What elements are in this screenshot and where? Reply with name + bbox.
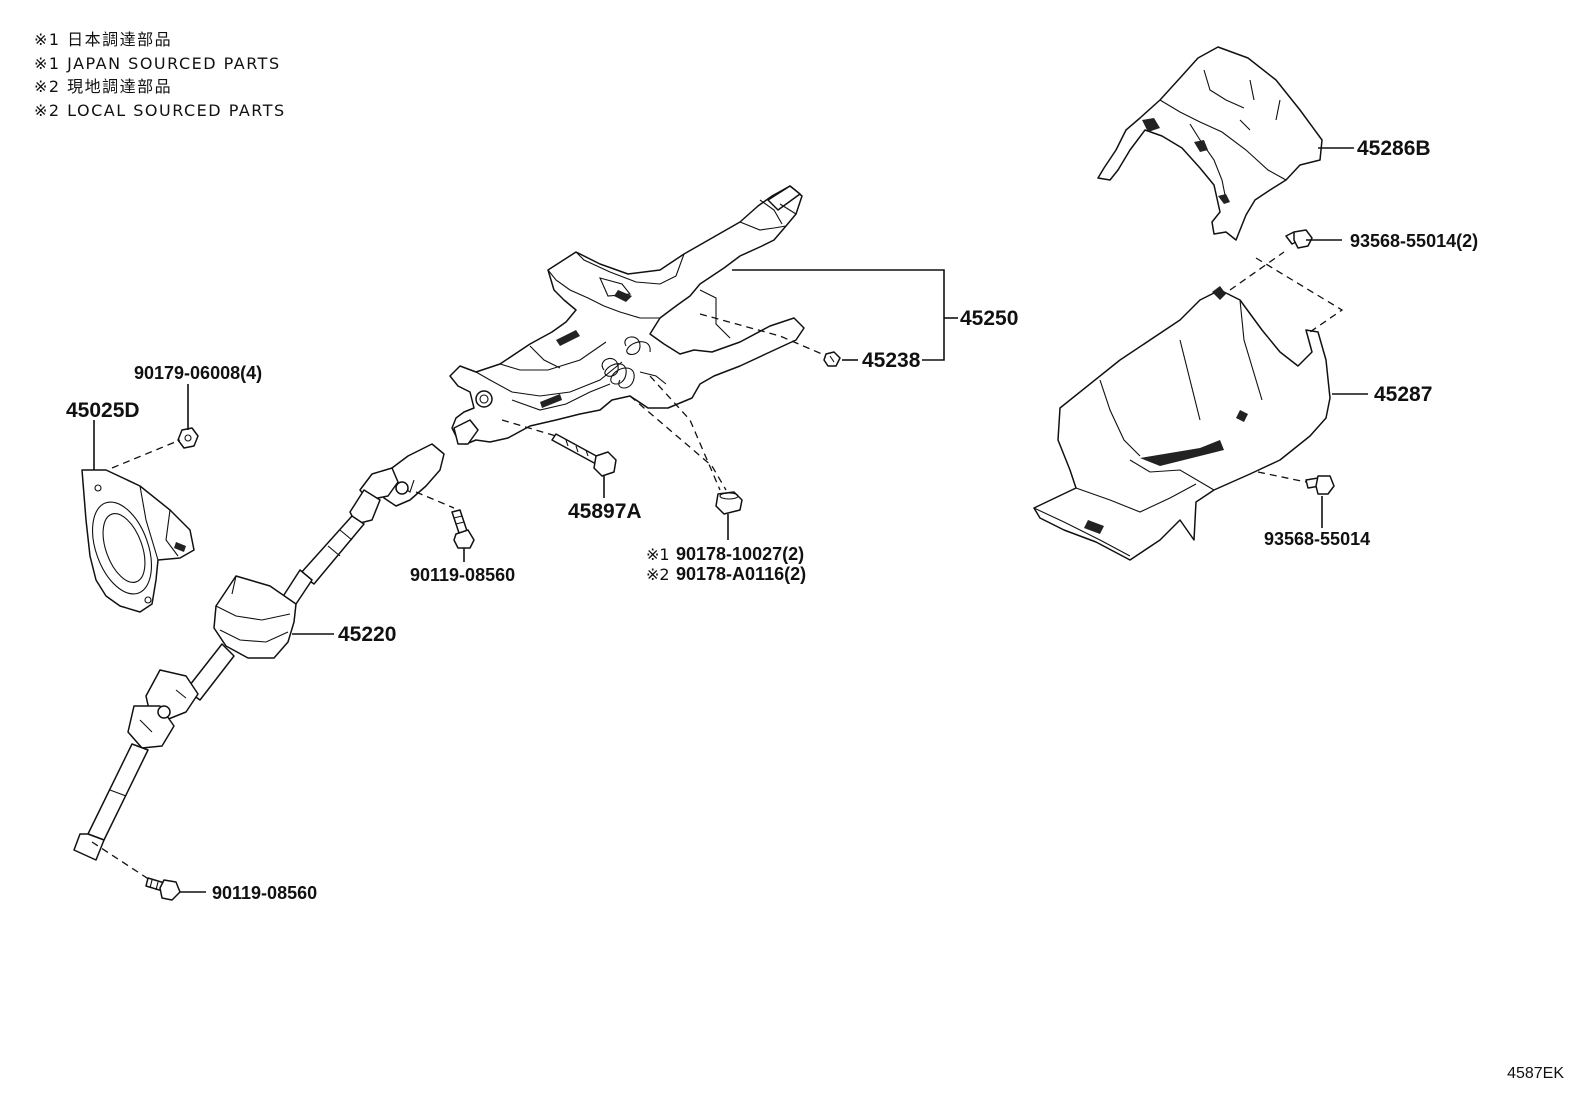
label-45250: 45250	[960, 307, 1018, 330]
label-90179-06008-4: 90179-06008(4)	[134, 363, 262, 383]
screw-93568-upper-icon[interactable]	[1285, 229, 1313, 249]
label-45897A: 45897A	[568, 500, 642, 523]
label-90178-10027-2: 90178-10027(2)	[676, 544, 804, 564]
column-cover-lower-icon[interactable]	[1033, 286, 1331, 561]
label-90178-A0116-2: 90178-A0116(2)	[676, 564, 806, 584]
legend-line-1: ※1 日本調達部品	[34, 30, 173, 49]
legend-line-4: ※2 LOCAL SOURCED PARTS	[34, 100, 286, 120]
bolt-90119-upper-icon[interactable]	[451, 509, 475, 549]
column-shaft-top-icon	[767, 185, 801, 215]
intermediate-shaft-icon[interactable]	[73, 443, 445, 861]
mark-local-sourced: ※2	[646, 565, 670, 584]
label-90119-08560-upper: 90119-08560	[410, 565, 515, 585]
label-45238: 45238	[862, 349, 921, 372]
label-90119-08560-lower: 90119-08560	[212, 883, 317, 903]
clip-45238-icon[interactable]	[823, 351, 841, 367]
legend: ※1 日本調達部品 ※1 JAPAN SOURCED PARTS ※2 現地調達…	[34, 28, 286, 122]
label-93568-55014: 93568-55014	[1264, 529, 1370, 549]
bolt-90119-lower-icon[interactable]	[145, 877, 181, 901]
legend-line-2: ※1 JAPAN SOURCED PARTS	[34, 53, 281, 73]
leader-lines	[93, 147, 1368, 893]
legend-line-3: ※2 現地調達部品	[34, 77, 173, 96]
label-45286B: 45286B	[1357, 137, 1431, 160]
reference-code: 4587EK	[1507, 1065, 1564, 1082]
screw-93568-lower-icon[interactable]	[1305, 475, 1335, 495]
label-93568-55014-2: 93568-55014(2)	[1350, 231, 1478, 251]
dashed-lines	[91, 251, 1344, 881]
label-45287: 45287	[1374, 383, 1432, 406]
nut-90179-icon[interactable]	[177, 427, 199, 449]
grommet-90178-icon[interactable]	[715, 491, 743, 515]
steering-column-assembly-icon[interactable]	[449, 185, 805, 445]
hole-cover-icon[interactable]	[81, 469, 195, 613]
bolt-45897A-icon[interactable]	[551, 433, 617, 477]
label-45025D: 45025D	[66, 399, 140, 422]
column-cover-upper-icon[interactable]	[1097, 46, 1323, 241]
label-45220: 45220	[338, 623, 396, 646]
mark-japan-sourced: ※1	[646, 545, 670, 564]
